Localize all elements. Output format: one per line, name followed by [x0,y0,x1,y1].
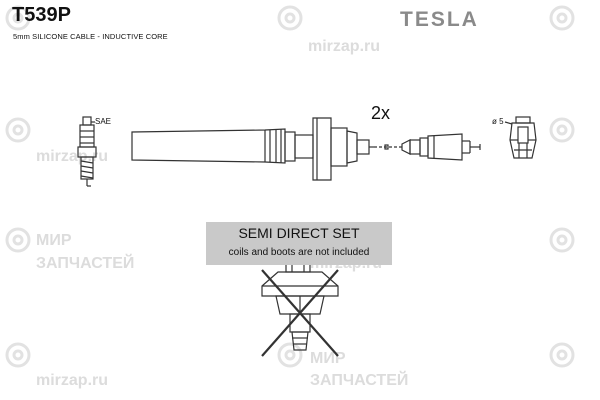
spark-plug-type-label: SAE [95,117,112,126]
watermark-line2: ЗАПЧАСТЕЙ [310,372,409,389]
terminal-end-icon [509,116,537,159]
part-code: T539P [12,4,71,26]
watermark-line1: МИР [36,232,72,249]
not-included-cross-icon [261,269,339,357]
notice-box [206,222,392,265]
long-boot-lead [131,117,481,181]
watermark-pin-icon [549,117,575,143]
watermark-pin-icon [277,5,303,31]
watermark-pin-icon [549,342,575,368]
watermark-pin-icon [5,227,31,253]
notice-title: SEMI DIRECT SET [238,225,360,241]
ignition-coil-icon [261,261,339,351]
watermark-pin-icon [549,227,575,253]
quantity-label: 2x [371,103,391,123]
terminal-leader [504,121,513,125]
terminal-size-label: ø 5 [492,117,504,126]
watermark-pin-icon [549,5,575,31]
watermark-site: mirzap.ru [36,148,109,165]
watermark-pin-icon [277,342,303,368]
watermark-site: mirzap.ru [36,372,109,389]
watermark-line2: ЗАПЧАСТЕЙ [36,255,135,272]
notice-note: coils and boots are not included [228,247,370,258]
brand-logo: TESLA [400,8,479,31]
watermark-pin-icon [5,5,31,31]
watermark-site: mirzap.ru [308,38,381,55]
watermark-pin-icon [5,342,31,368]
cable-spec: 5mm SILICONE CABLE - INDUCTIVE CORE [13,32,168,41]
spark-plug-icon [77,116,97,187]
watermark-pin-icon [5,117,31,143]
